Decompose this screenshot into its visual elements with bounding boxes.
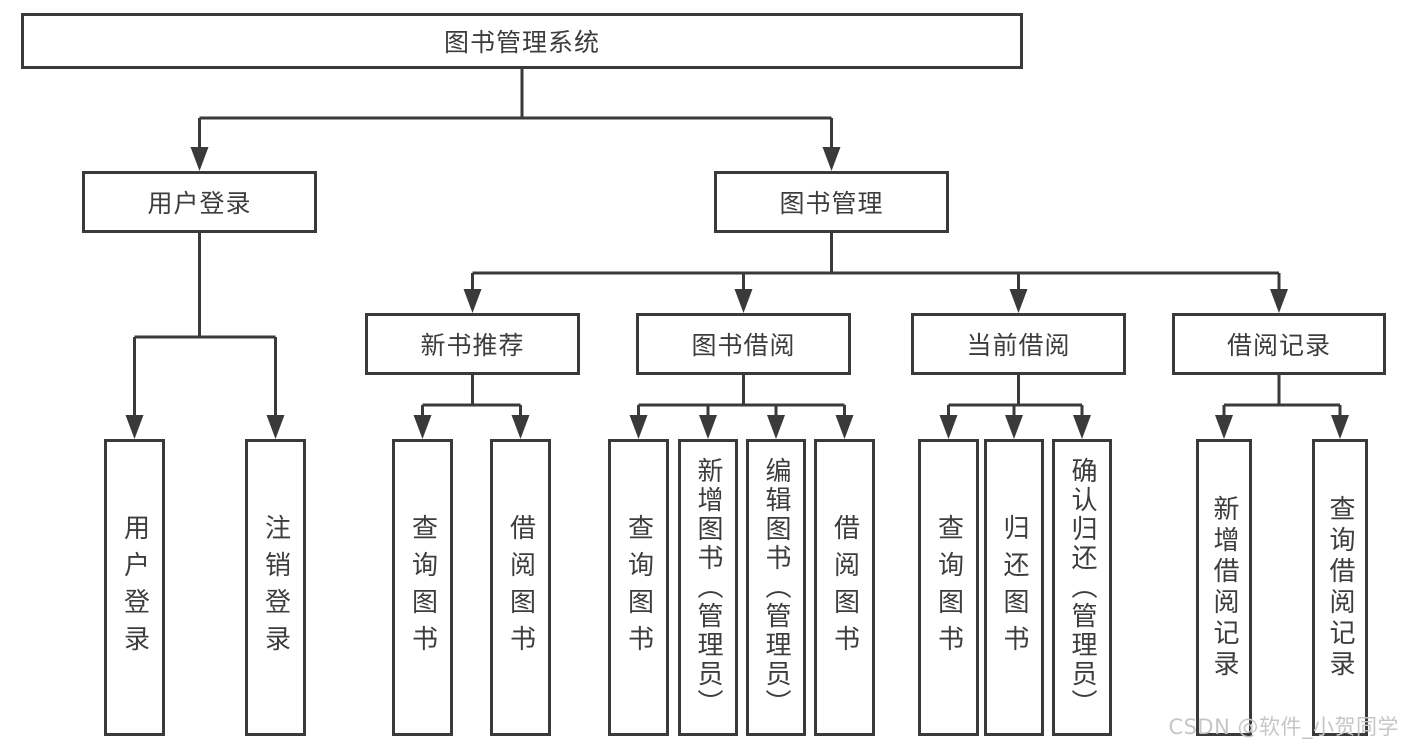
leaf-query-books-3: 查询图书 — [918, 439, 979, 736]
leaf-label: 新增借阅记录 — [1209, 494, 1239, 681]
leaf-add-borrow-record: 新增借阅记录 — [1196, 439, 1252, 736]
node-label: 图书管理 — [779, 189, 884, 218]
node-label: 当前借阅 — [966, 331, 1071, 360]
leaf-query-borrow-record: 查询借阅记录 — [1312, 439, 1368, 736]
node-book-management: 图书管理 — [714, 171, 949, 233]
leaf-query-books-1: 查询图书 — [392, 439, 453, 736]
leaf-label: 用户登录 — [119, 513, 150, 662]
leaf-label: 新增图书（管理员） — [693, 457, 723, 718]
csdn-watermark: CSDN @软件_小贺同学 — [1168, 715, 1399, 739]
node-label: 新书推荐 — [420, 331, 525, 360]
leaf-label: 确认归还（管理员） — [1067, 457, 1097, 718]
node-library-management-system: 图书管理系统 — [21, 13, 1023, 69]
leaf-borrow-books-1: 借阅图书 — [490, 439, 551, 736]
node-label: 借阅记录 — [1226, 331, 1331, 360]
leaf-confirm-return-admin: 确认归还（管理员） — [1052, 439, 1112, 736]
node-label: 图书借阅 — [691, 331, 796, 360]
node-new-book-recommend: 新书推荐 — [365, 313, 580, 375]
leaf-label: 借阅图书 — [505, 513, 536, 662]
leaf-label: 归还图书 — [999, 513, 1029, 662]
leaf-logout: 注销登录 — [245, 439, 306, 736]
leaf-label: 查询图书 — [407, 513, 438, 662]
leaf-add-books-admin: 新增图书（管理员） — [678, 439, 738, 736]
leaf-edit-books-admin: 编辑图书（管理员） — [746, 439, 806, 736]
node-borrowing-records: 借阅记录 — [1172, 313, 1386, 375]
leaf-label: 查询图书 — [623, 513, 654, 662]
node-label: 用户登录 — [147, 189, 252, 218]
leaf-label: 查询图书 — [933, 513, 964, 662]
node-user-login: 用户登录 — [82, 171, 317, 233]
leaf-query-books-2: 查询图书 — [608, 439, 669, 736]
leaf-label: 查询借阅记录 — [1325, 494, 1355, 681]
leaf-borrow-books-2: 借阅图书 — [814, 439, 875, 736]
node-label: 图书管理系统 — [443, 28, 600, 57]
leaf-label: 编辑图书（管理员） — [761, 457, 791, 718]
node-book-borrowing: 图书借阅 — [636, 313, 851, 375]
node-current-borrowing: 当前借阅 — [911, 313, 1126, 375]
leaf-label: 借阅图书 — [829, 513, 860, 662]
leaf-return-books: 归还图书 — [984, 439, 1044, 736]
leaf-label: 注销登录 — [260, 513, 291, 662]
leaf-user-login: 用户登录 — [104, 439, 165, 736]
